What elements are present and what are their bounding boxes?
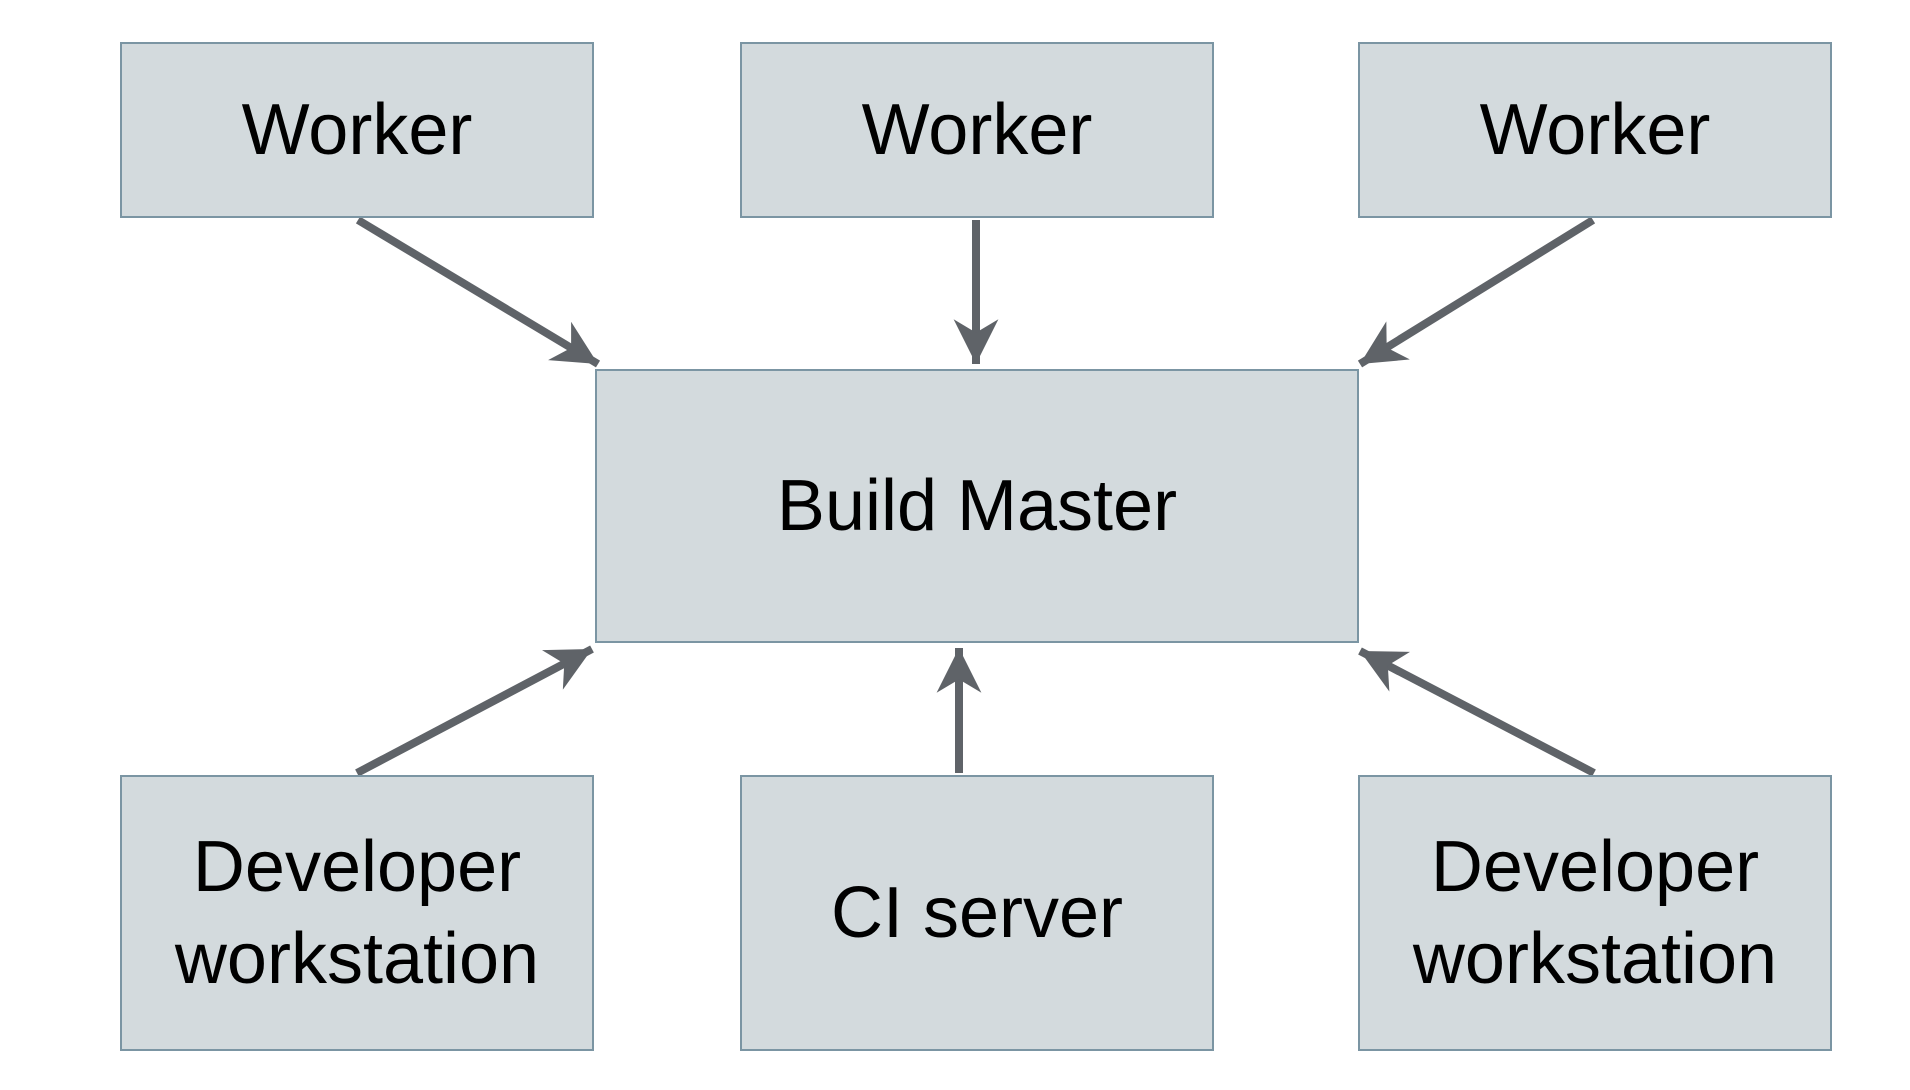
node-ci-server: CI server [740,775,1214,1051]
node-label: Worker [1479,89,1711,170]
node-worker-top-center: Worker [740,42,1214,218]
node-label: Developer workstation [174,826,540,999]
node-label: Build Master [776,465,1178,546]
node-developer-workstation-left: Developer workstation [120,775,594,1051]
node-label: CI server [830,872,1124,953]
node-developer-workstation-right: Developer workstation [1358,775,1832,1051]
node-label: Worker [861,89,1093,170]
arrow-dev-left-to-build-master [355,645,594,777]
arrow-worker-left-to-build-master [355,216,601,368]
node-worker-top-left: Worker [120,42,594,218]
arrow-dev-right-to-build-master [1358,647,1596,777]
node-label: Worker [241,89,473,170]
node-worker-top-right: Worker [1358,42,1832,218]
arrow-worker-right-to-build-master [1357,216,1596,368]
node-label: Developer workstation [1412,826,1778,999]
node-build-master: Build Master [595,369,1359,643]
